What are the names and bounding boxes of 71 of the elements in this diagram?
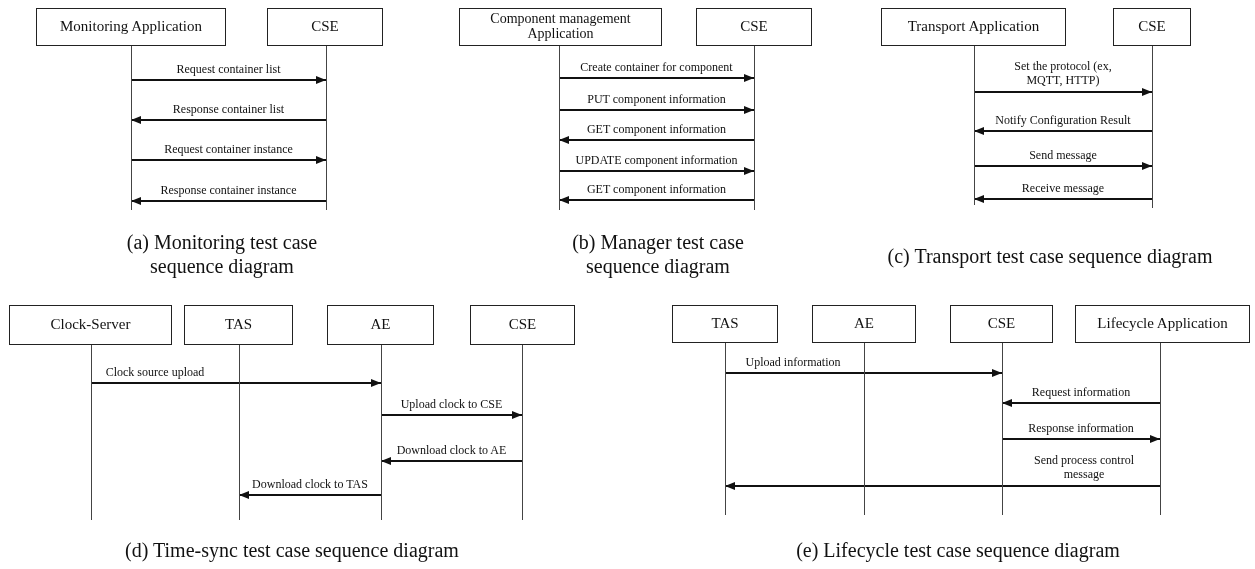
lifeline [238, 345, 240, 520]
participant-box: TAS [184, 305, 293, 345]
edge-label: UPDATE component information [573, 152, 740, 167]
message-arrow [131, 197, 326, 205]
message-arrow [1002, 399, 1160, 407]
edge-label: Response information [1026, 420, 1136, 435]
edge-label: Request container list [174, 61, 283, 76]
participant-box: CSE [696, 8, 812, 46]
participant-box: AE [327, 305, 434, 345]
edge-label: Upload information [743, 354, 843, 369]
message-arrow [91, 379, 381, 387]
participant-box: Transport Application [881, 8, 1066, 46]
participant-box: CSE [950, 305, 1053, 343]
message-arrow [131, 156, 326, 164]
participant-box: CSE [1113, 8, 1191, 46]
figure-caption: (c) Transport test case sequence diagram [886, 244, 1214, 268]
message-arrow [131, 116, 326, 124]
lifeline [724, 343, 726, 515]
participant-box: CSE [470, 305, 575, 345]
message-arrow [559, 136, 754, 144]
lifeline [1151, 46, 1153, 208]
lifeline [863, 343, 865, 515]
edge-label: Clock source upload [103, 364, 207, 379]
edge-label: GET component information [584, 121, 729, 136]
figure-caption: (e) Lifecycle test case sequence diagram [795, 538, 1121, 562]
participant-box: Clock-Server [9, 305, 172, 345]
lifeline [325, 46, 327, 210]
message-arrow [974, 88, 1152, 96]
message-arrow [559, 196, 754, 204]
lifeline [1001, 343, 1003, 515]
figure-caption: (a) Monitoring test case sequence diagram [125, 230, 319, 278]
participant-box: Component management Application [459, 8, 662, 46]
participant-box: Lifecycle Application [1075, 305, 1250, 343]
message-arrow [725, 369, 1002, 377]
edge-label: PUT component information [585, 91, 728, 106]
figure-caption: (b) Manager test case sequence diagram [571, 230, 745, 278]
message-arrow [131, 76, 326, 84]
edge-label: Send message [1027, 147, 1099, 162]
figure-caption: (d) Time-sync test case sequence diagram [124, 538, 460, 562]
edge-label: Download clock to TAS [250, 476, 370, 491]
message-arrow [559, 167, 754, 175]
participant-box: TAS [672, 305, 778, 343]
lifeline [973, 46, 975, 205]
lifeline [1159, 343, 1161, 515]
message-arrow [1002, 435, 1160, 443]
edge-label: Request information [1029, 384, 1133, 399]
lifeline [90, 345, 92, 520]
participant-box: Monitoring Application [36, 8, 226, 46]
message-arrow [381, 411, 522, 419]
message-arrow [559, 74, 754, 82]
message-arrow [239, 491, 381, 499]
participant-box: CSE [267, 8, 383, 46]
participant-box: AE [812, 305, 916, 343]
lifeline [380, 345, 382, 520]
edge-label: GET component information [584, 181, 729, 196]
lifeline [130, 46, 132, 210]
edge-label: Send process control message [1032, 453, 1136, 482]
message-arrow [725, 482, 1160, 490]
edge-label: Response container list [170, 101, 287, 116]
message-arrow [381, 457, 522, 465]
edge-label: Create container for component [578, 59, 735, 74]
lifeline [521, 345, 523, 520]
message-arrow [974, 127, 1152, 135]
message-arrow [974, 195, 1152, 203]
edge-label: Upload clock to CSE [398, 396, 505, 411]
edge-label: Notify Configuration Result [993, 112, 1133, 127]
lifeline [558, 46, 560, 210]
edge-label: Download clock to AE [394, 442, 509, 457]
message-arrow [559, 106, 754, 114]
message-arrow [974, 162, 1152, 170]
lifeline [753, 46, 755, 210]
